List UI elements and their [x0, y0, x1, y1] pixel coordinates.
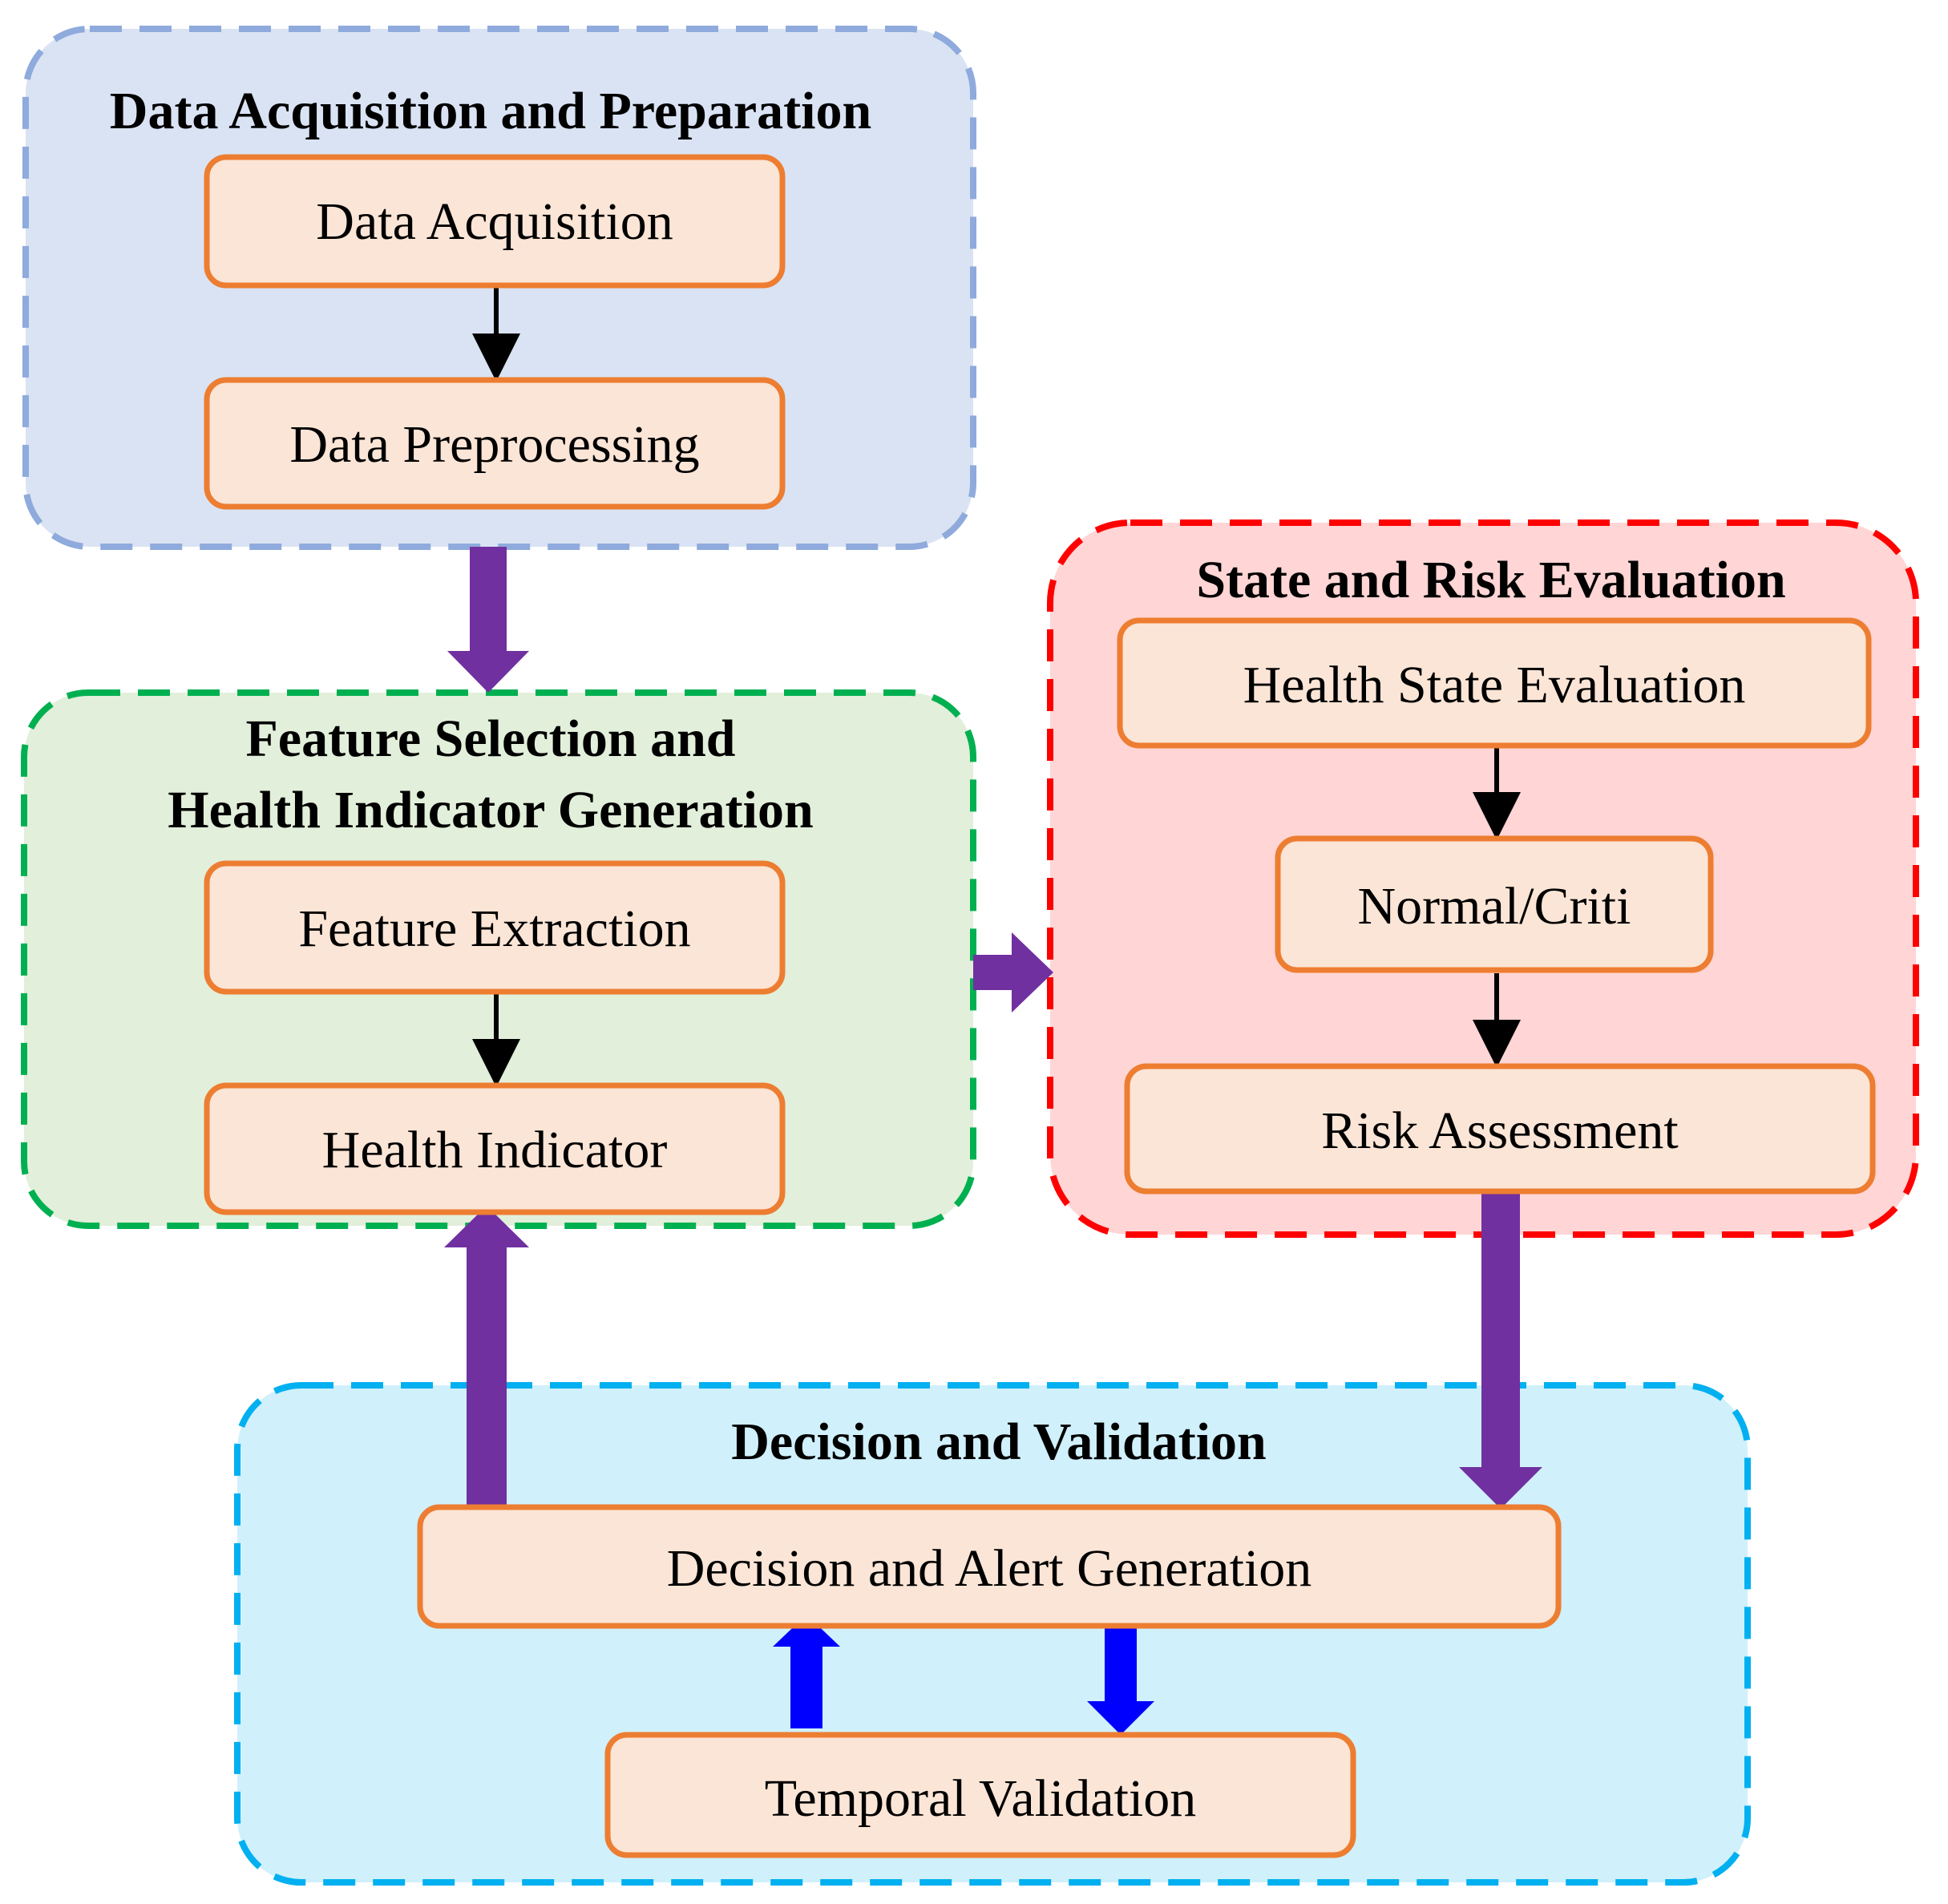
- arrow-temporal-to-decision: [773, 1615, 840, 1728]
- group-title-data: Data Acquisition and Preparation: [110, 82, 871, 140]
- node-health-indicator: Health Indicator: [204, 1082, 786, 1215]
- node-label: Data Preprocessing: [289, 415, 699, 474]
- node-label: Data Acquisition: [316, 192, 673, 251]
- node-label: Health State Evaluation: [1243, 656, 1746, 714]
- group-title-feature-line2: Health Indicator Generation: [168, 781, 813, 839]
- group-title-feature-line1: Feature Selection and: [245, 709, 735, 768]
- node-data-acquisition: Data Acquisition: [204, 154, 786, 289]
- node-temporal-validation: Temporal Validation: [604, 1732, 1356, 1858]
- node-label: Health Indicator: [322, 1121, 668, 1179]
- node-risk-assessment: Risk Assessment: [1124, 1063, 1876, 1195]
- node-label: Risk Assessment: [1321, 1102, 1679, 1160]
- arrow-feature-to-state: [973, 932, 1053, 1013]
- node-normal-criti: Normal/Criti: [1275, 835, 1714, 973]
- arrow-decision-to-temporal: [1087, 1623, 1154, 1735]
- node-label: Feature Extraction: [298, 899, 690, 958]
- node-decision-alert-generation: Decision and Alert Generation: [417, 1504, 1562, 1629]
- arrow-decision-to-health-indicator: [444, 1206, 529, 1507]
- node-label: Decision and Alert Generation: [667, 1539, 1312, 1598]
- node-label: Normal/Criti: [1358, 877, 1631, 936]
- arrow-data-to-feature: [447, 547, 529, 693]
- group-title-decision: Decision and Validation: [731, 1413, 1267, 1471]
- arrow-risk-to-decision: [1459, 1191, 1542, 1509]
- node-data-preprocessing: Data Preprocessing: [204, 377, 786, 510]
- node-health-state-evaluation: Health State Evaluation: [1117, 617, 1872, 749]
- node-feature-extraction: Feature Extraction: [204, 860, 786, 995]
- node-label: Temporal Validation: [765, 1769, 1197, 1828]
- group-title-state: State and Risk Evaluation: [1196, 551, 1785, 609]
